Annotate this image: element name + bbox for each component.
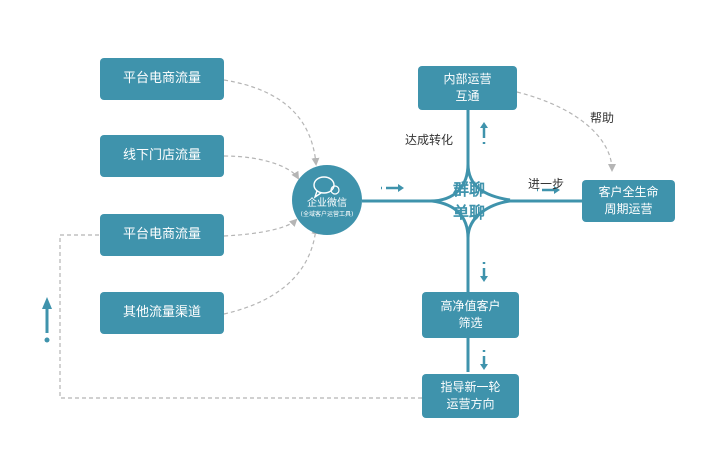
source-box-platform-ecommerce-2: 平台电商流量 [100, 214, 224, 256]
hub-subtitle: (全域客户运营工具) [300, 211, 354, 218]
node-line: 运营方向 [446, 397, 495, 411]
center-private-chat: 单聊 [452, 203, 485, 222]
arrow-right-hub [381, 184, 404, 192]
source-label: 平台电商流量 [122, 71, 201, 86]
node-guide-next-operation: 指导新一轮 运营方向 [422, 374, 519, 418]
chat-bubble-icon [313, 176, 340, 199]
source-label: 线下门店流量 [122, 148, 201, 163]
connector-s2-hub [223, 155, 300, 180]
node-line: 筛选 [458, 316, 483, 330]
center-shape-top [466, 110, 511, 202]
arrow-right-lifecycle [537, 186, 560, 194]
source-label: 平台电商流量 [122, 227, 201, 242]
source-box-platform-ecommerce: 平台电商流量 [100, 58, 224, 100]
label-help: 帮助 [590, 111, 615, 125]
source-box-other-channels: 其他流量渠道 [100, 292, 224, 334]
source-box-offline-store: 线下门店流量 [100, 135, 224, 177]
label-conversion: 达成转化 [405, 133, 454, 147]
hub-title: 企业微信 [307, 198, 347, 209]
node-internal-operation: 内部运营 互通 [418, 66, 517, 110]
source-label: 其他流量渠道 [122, 305, 201, 320]
arrow-up-feedback [42, 297, 52, 343]
node-line: 周期运营 [604, 202, 653, 216]
node-high-value-screening: 高净值客户 筛选 [422, 292, 519, 338]
center-shape-bottom [431, 199, 470, 239]
node-line: 指导新一轮 [440, 380, 501, 394]
node-line: 高净值客户 [440, 299, 501, 313]
center-group-chat: 群聊 [452, 180, 485, 199]
feedback-loop-line [59, 234, 422, 399]
connector-s3-hub [223, 218, 298, 237]
arrow-down-highvalue [480, 262, 488, 282]
connector-help [516, 91, 616, 172]
node-line: 客户全生命 [598, 185, 659, 199]
node-line: 内部运营 [443, 72, 492, 86]
label-further: 进一步 [528, 177, 565, 191]
connector-s1-hub [223, 79, 320, 166]
arrow-up-internal [480, 122, 488, 144]
connector-s4-hub [223, 226, 320, 315]
hub-circle [292, 165, 362, 235]
arrow-down-guide [480, 350, 488, 370]
node-customer-lifecycle: 客户全生命 周期运营 [582, 180, 675, 222]
node-line: 互通 [455, 89, 480, 103]
